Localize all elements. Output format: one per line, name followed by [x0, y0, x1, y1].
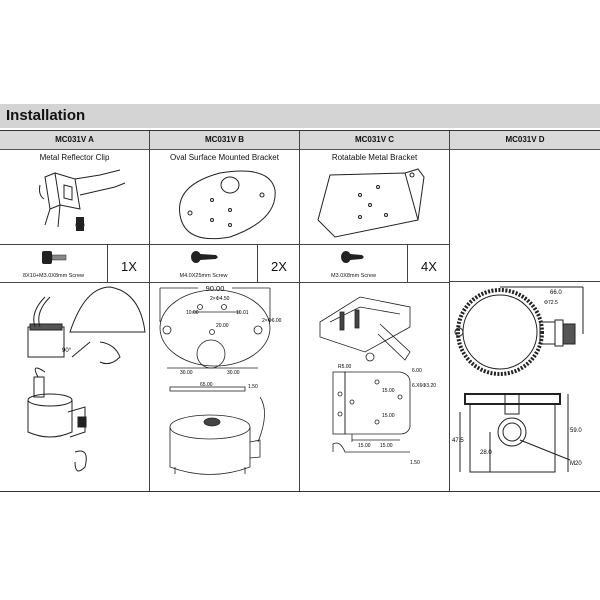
- installation-table: MC031V A Metal Reflector Clip 8X10+M3.0X…: [0, 130, 600, 492]
- dim-big-hole: 2×Φ6.00: [262, 318, 282, 324]
- dim-length: 66.0: [550, 290, 562, 296]
- screw-quantity: 4X: [407, 245, 450, 282]
- dim-thickness: 1.50: [410, 460, 420, 466]
- dim-holes: 6.X6Φ3.20: [412, 383, 436, 389]
- dim-offset: 6.00: [412, 368, 422, 374]
- dim-vertical-2: 15.00: [382, 413, 395, 419]
- model-header: MC031V A: [0, 131, 149, 150]
- pan-head-screw-icon: [341, 251, 364, 263]
- dim-hole: 2×Φ4.50: [210, 296, 230, 302]
- section-title-bar: Installation: [0, 104, 600, 128]
- column-c: MC031V C Rotatable Metal Bracket M3.0X8m…: [300, 131, 450, 491]
- model-header: MC031V C: [300, 131, 449, 150]
- screw-row: M3.0X8mm Screw 4X: [300, 244, 449, 283]
- install-drawing-b: 90.00 2×Φ4.50 10.00 10.01 20.00 2×Φ6.00 …: [159, 284, 282, 475]
- screw-label: M4.0X25mm Screw: [179, 273, 228, 279]
- screw-row: M4.0X25mm Screw 2X: [150, 244, 299, 283]
- dim-radius: R5.00: [338, 364, 352, 370]
- thumb-screw-icon: [42, 251, 67, 264]
- oval-bracket-image: [179, 170, 276, 240]
- dim-right: 10.01: [236, 310, 249, 316]
- dim-height-1: 47.5: [452, 438, 464, 444]
- dim-half-left: 30.00: [180, 370, 193, 376]
- dim-vertical-1: 15.00: [382, 388, 395, 394]
- accessory-caption: Metal Reflector Clip: [39, 153, 110, 162]
- dim-vertical: 20.00: [216, 323, 229, 329]
- reflector-clip-image: [39, 169, 126, 231]
- screw-row: 8X10+M3.0X8mm Screw 1X: [0, 244, 149, 283]
- column-d: MC031V D 66.0 Φ72.5 47.5 59.0: [450, 131, 600, 491]
- dim-horizontal-1: 15.00: [358, 443, 371, 449]
- column-b: MC031V B Oval Surface Mounted Bracket M4…: [150, 131, 300, 491]
- accessory-caption: Oval Surface Mounted Bracket: [170, 153, 279, 162]
- dim-horizontal-2: 15.00: [380, 443, 393, 449]
- column-a: MC031V A Metal Reflector Clip 8X10+M3.0X…: [0, 131, 150, 491]
- model-header: MC031V B: [150, 131, 299, 150]
- rotatable-bracket-image: [317, 168, 425, 238]
- screw-quantity: 1X: [107, 245, 150, 282]
- angle-label: 90°: [62, 348, 72, 354]
- model-header: MC031V D: [450, 131, 600, 150]
- dim-diameter: Φ72.5: [544, 300, 558, 306]
- dim-thread: M20: [570, 461, 582, 467]
- dim-left: 10.00: [186, 310, 199, 316]
- screw-label: M3.0X8mm Screw: [331, 273, 376, 279]
- dim-width: 90.00: [206, 284, 225, 293]
- row-divider: [450, 281, 600, 282]
- install-drawing-d: 66.0 Φ72.5 47.5 59.0 28.0 M20: [452, 286, 584, 473]
- install-drawing-c: R5.00 6.00 6.X6Φ3.20 15.00 15.00 15.00 1…: [319, 296, 436, 466]
- dim-half-right: 30.00: [227, 370, 240, 376]
- install-drawing-a: 90°: [27, 286, 146, 472]
- section-title: Installation: [6, 107, 86, 124]
- pan-head-screw-icon: [191, 251, 218, 263]
- dim-center: 28.0: [480, 450, 492, 456]
- accessory-caption: Rotatable Metal Bracket: [331, 153, 418, 162]
- dim-thickness: 1.50: [248, 384, 258, 390]
- dim-base: 65.00: [200, 382, 213, 388]
- screw-label: 8X10+M3.0X8mm Screw: [23, 273, 84, 279]
- screw-quantity: 2X: [257, 245, 300, 282]
- dim-height-2: 59.0: [570, 428, 582, 434]
